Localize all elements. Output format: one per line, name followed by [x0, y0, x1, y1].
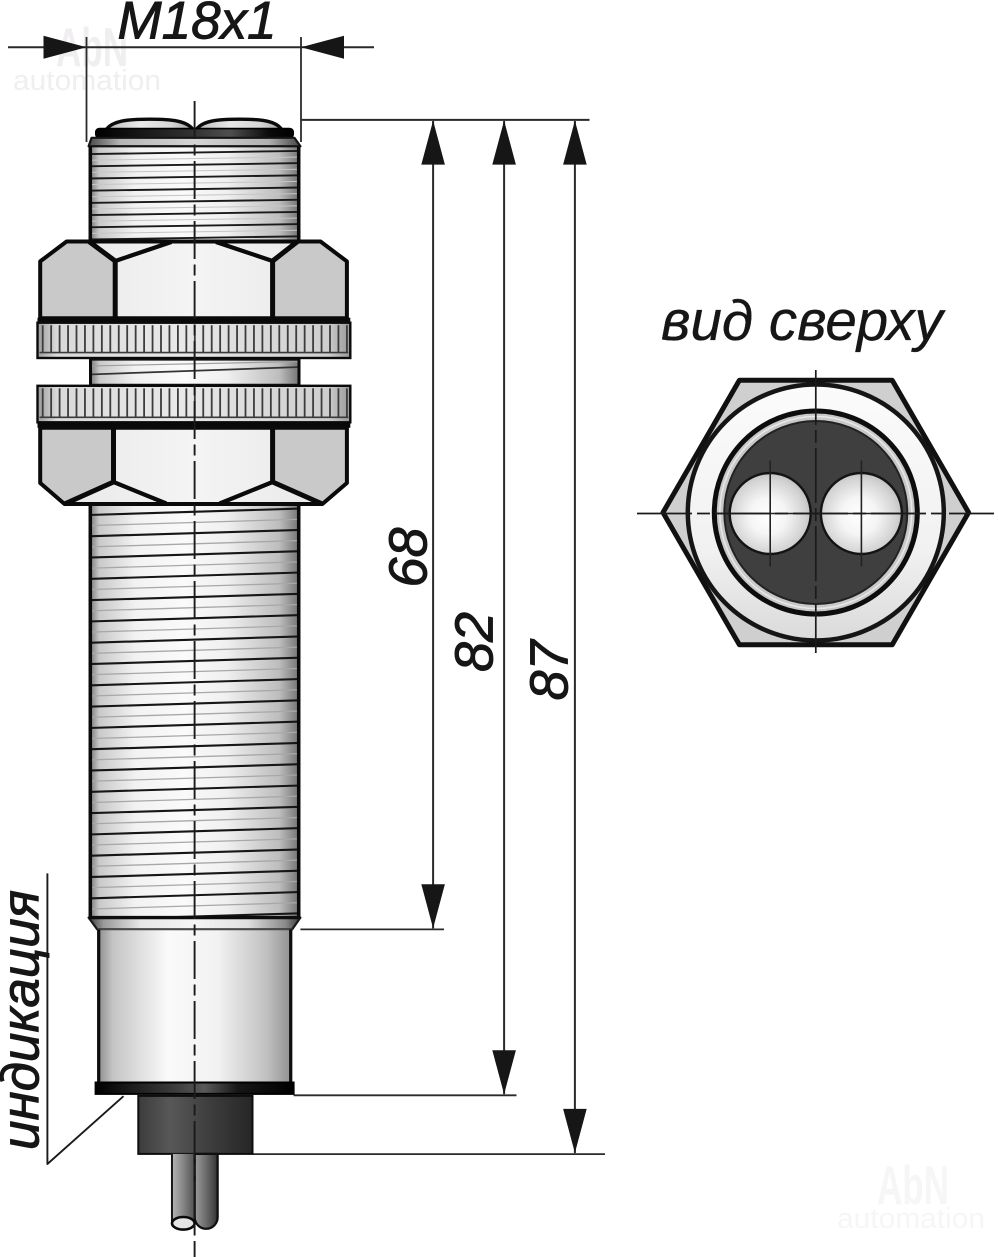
svg-text:AbN: AbN — [877, 1154, 949, 1216]
svg-text:M18x1: M18x1 — [117, 0, 276, 51]
svg-text:68: 68 — [379, 527, 439, 587]
svg-text:automation: automation — [837, 1203, 985, 1235]
svg-text:индикация: индикация — [0, 890, 51, 1150]
svg-text:87: 87 — [520, 639, 580, 701]
svg-text:82: 82 — [445, 612, 505, 672]
svg-text:вид сверху: вид сверху — [661, 289, 947, 352]
